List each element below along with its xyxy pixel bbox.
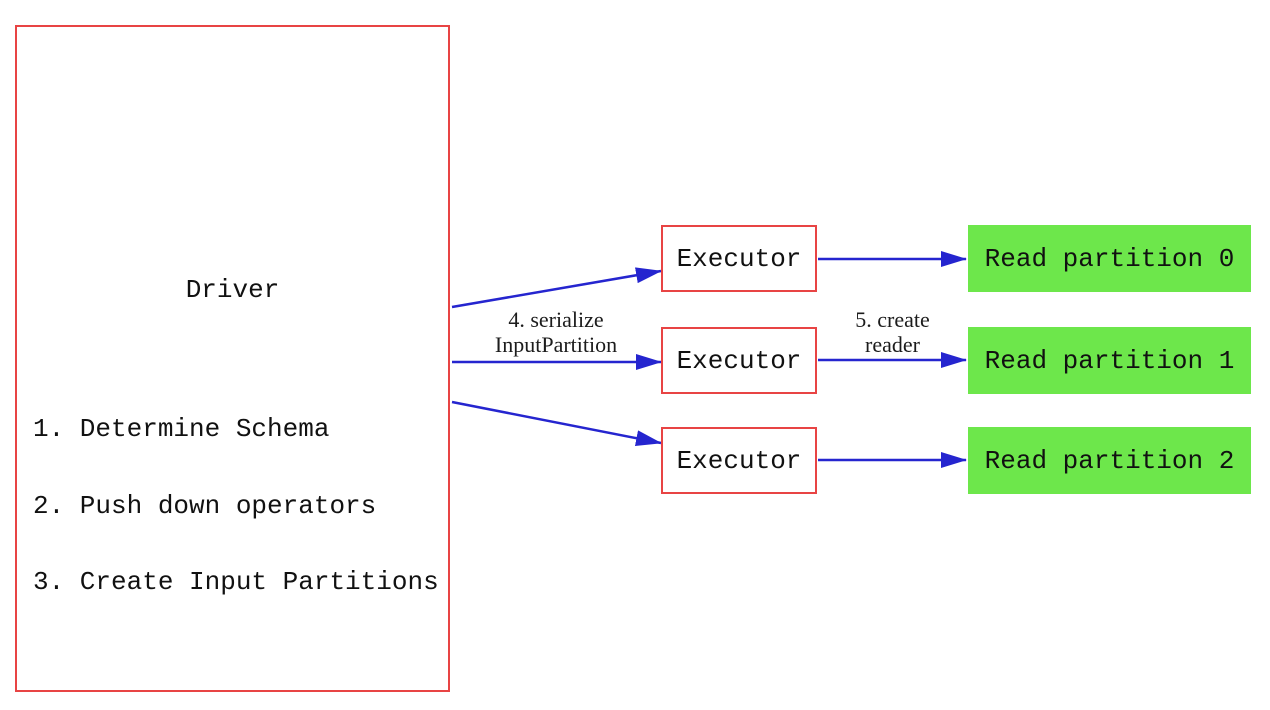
executor-box-0: Executor — [661, 225, 817, 292]
edge-label-serialize-line1: 4. serialize — [508, 307, 604, 332]
driver-steps: 1. Determine Schema 2. Push down operato… — [33, 366, 439, 647]
edge-label-create-reader: 5. create reader — [810, 307, 975, 357]
arrow-driver-to-executor-0 — [451, 267, 662, 309]
executor-box-1: Executor — [661, 327, 817, 394]
driver-step-1: 1. Determine Schema — [33, 414, 330, 444]
edge-label-reader-line2: reader — [865, 332, 920, 357]
partition-box-2: Read partition 2 — [968, 427, 1251, 494]
executor-box-2: Executor — [661, 427, 817, 494]
edge-label-serialize-inputpartition: 4. serialize InputPartition — [446, 307, 666, 357]
partition-box-1: Read partition 1 — [968, 327, 1251, 394]
driver-box: Driver 1. Determine Schema 2. Push down … — [15, 25, 450, 692]
driver-step-2: 2. Push down operators — [33, 490, 377, 521]
driver-title: Driver — [185, 275, 280, 305]
partition-box-0: Read partition 0 — [968, 225, 1251, 292]
edge-label-reader-line1: 5. create — [855, 307, 930, 332]
edge-label-serialize-line2: InputPartition — [494, 332, 618, 357]
driver-step-3: 3. Create Input Partitions — [33, 567, 439, 597]
arrow-driver-to-executor-2 — [451, 400, 662, 447]
